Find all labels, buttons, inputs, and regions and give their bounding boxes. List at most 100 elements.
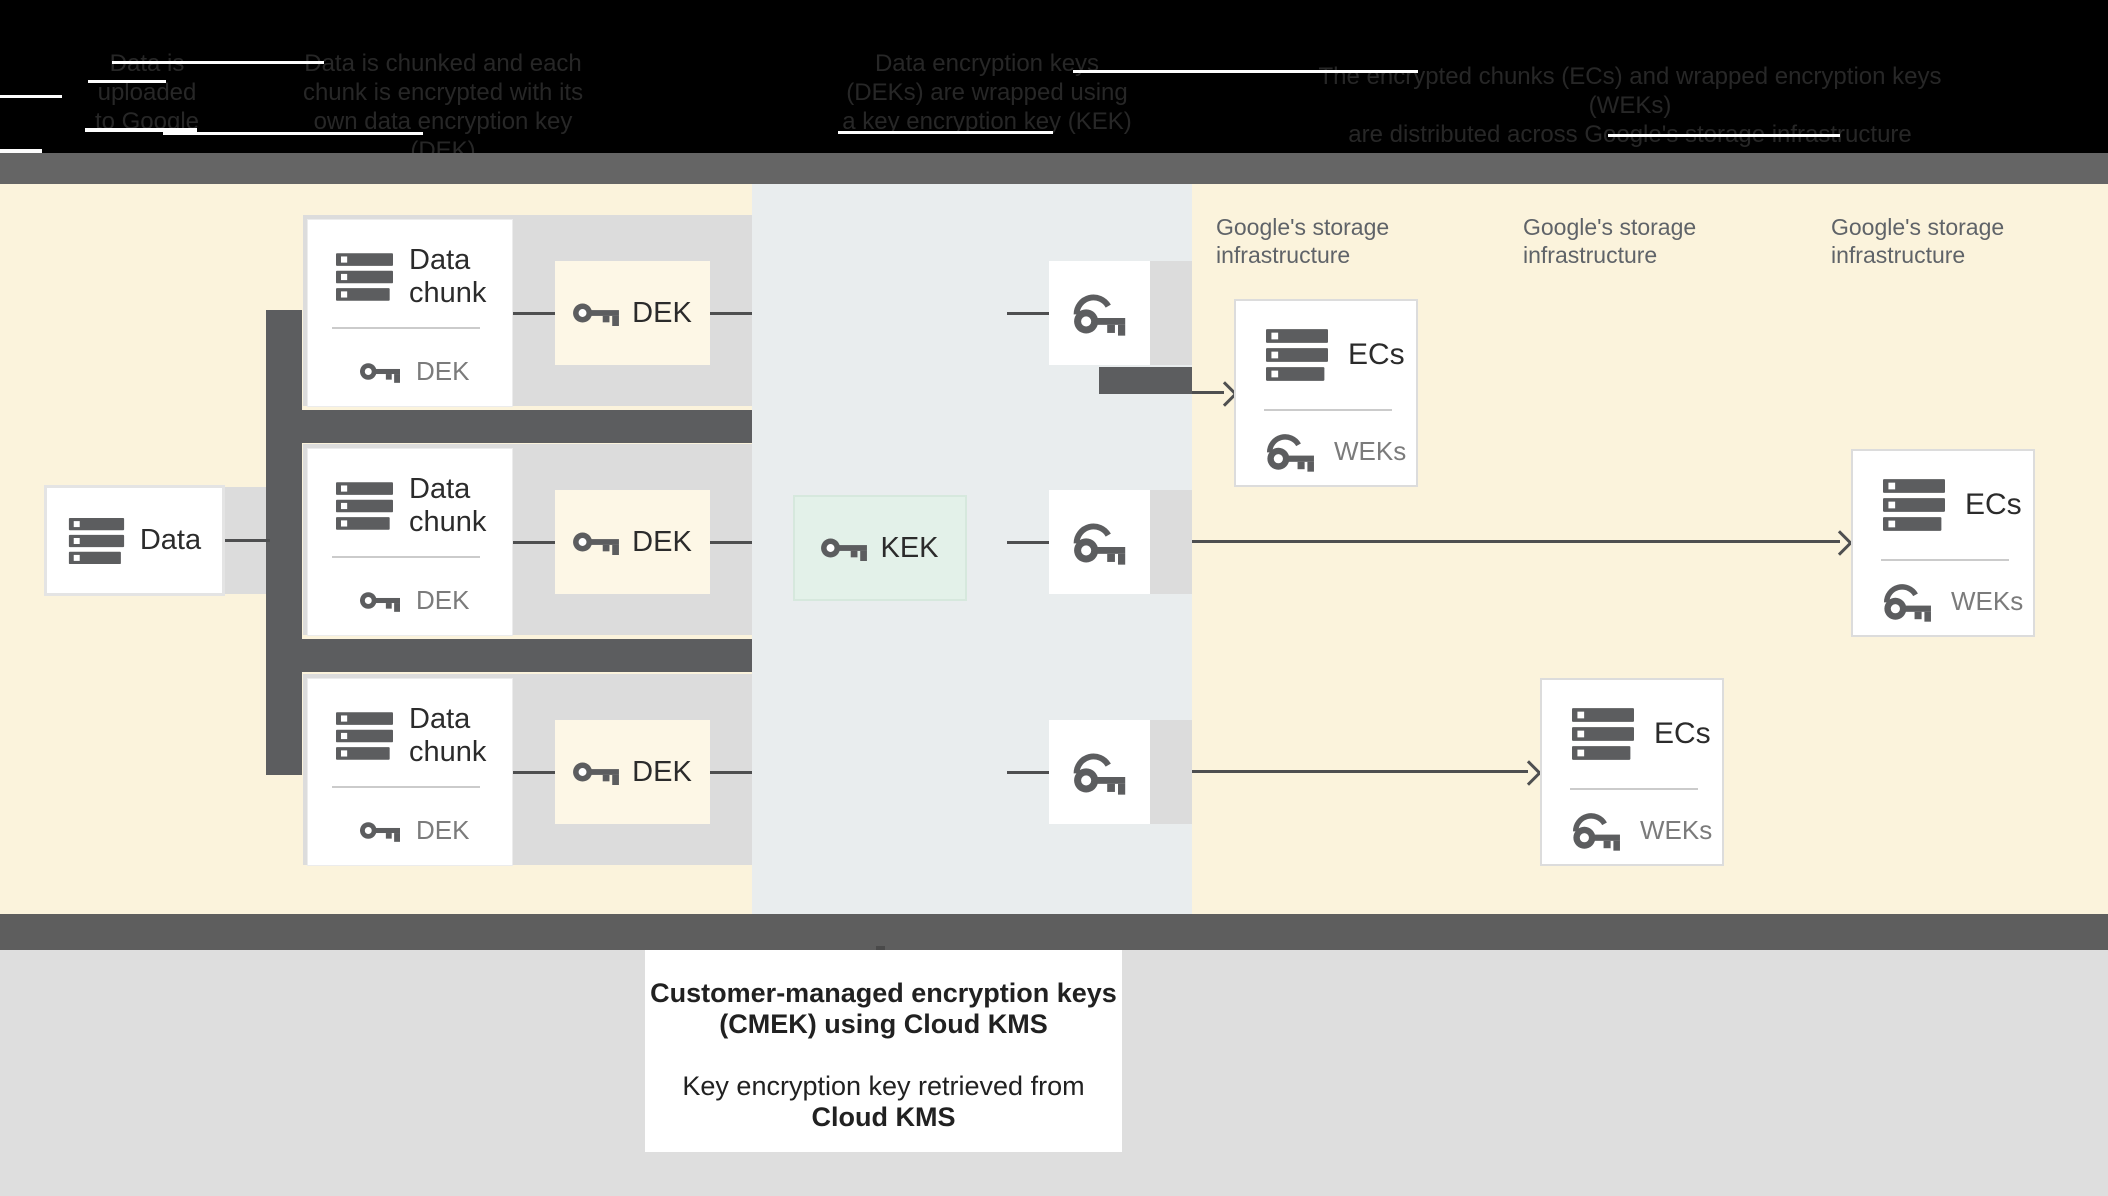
header-step-2: Data is chunked and each chunk is encryp… [283,49,603,165]
storage-label-2: Google's storage infrastructure [1523,213,1696,269]
ecs-key-row: WEKs [1883,581,2023,622]
chunk-title-line: Data [409,244,471,276]
chunk-title: Data chunk [409,244,486,310]
caption-title-line: (CMEK) using Cloud KMS [719,1009,1048,1039]
data-chunk-icon [336,253,393,301]
key-icon [573,303,620,326]
kek-box: KEK [793,495,967,601]
wrap1-stub-line [1007,312,1051,315]
wrap3-stub-line [1007,771,1051,774]
data-chunk-box-3: Data chunk DEK [307,678,513,866]
arrow1-line [1192,391,1224,394]
data-box-label: Data [139,524,202,556]
ecs-key-row: WEKs [1572,810,1712,851]
wrapped-key-icon [1073,291,1127,336]
header-step-3-line: (DEKs) are wrapped using [846,79,1128,106]
chunk-title-row: Data chunk [336,473,486,539]
ecs-box-2: ECs WEKs [1851,449,2035,637]
key-icon [360,363,400,383]
data-chunk-box-1: Data chunk DEK [307,219,513,407]
chunk2-to-dek-line [513,541,555,544]
caption-title: Customer-managed encryption keys (CMEK) … [645,978,1122,1040]
bottom-divider-bar [0,914,2108,950]
data-chunk-box-2: Data chunk DEK [307,448,513,636]
wrapped-key-box-1 [1049,261,1150,365]
ecs-divider [1264,409,1392,411]
weks-label: WEKs [1951,586,2024,616]
key-icon [573,762,620,785]
key-icon [573,532,620,555]
wrapped-key-shadow [1150,490,1192,594]
storage-label-line: Google's storage [1523,214,1697,240]
chunk-key-label: DEK [416,815,470,845]
glitch-line [1608,134,1840,137]
weks-label: WEKs [1334,436,1407,466]
chunk-title-line: chunk [409,736,487,768]
key-icon [360,592,400,612]
data-box: Data [44,485,225,596]
glitch-line [1073,70,1418,73]
chunk3-to-dek-line [513,771,555,774]
ecs-key-row: WEKs [1266,431,1406,472]
ecs-divider [1881,559,2009,561]
chunk-key-row: DEK [360,815,469,846]
header-step-3: Data encryption keys (DEKs) are wrapped … [767,49,1207,136]
glitch-line [0,95,62,98]
wrapped-key-icon [1572,810,1622,851]
wrap2-stub-line [1007,541,1051,544]
chunk-divider [332,786,480,788]
storage-label-3: Google's storage infrastructure [1831,213,2004,269]
branch-bar-2 [302,639,752,672]
weks-label: WEKs [1640,815,1713,845]
chunk-divider [332,556,480,558]
data-chunk-icon [336,482,393,530]
storage-label-line: infrastructure [1523,242,1658,268]
chunk-title: Data chunk [409,473,486,539]
header-step-4-line: The encrypted chunks (ECs) and wrapped e… [1318,63,1942,119]
caption-connector-notch [876,946,885,953]
dek-label: DEK [632,755,692,788]
ecs-title-row: ECs [1883,479,2022,531]
dek-box-2: DEK [555,490,710,594]
chunk-divider [332,327,480,329]
chunk-title-row: Data chunk [336,703,486,769]
dek2-to-kms-line [710,541,752,544]
key-icon [360,822,400,842]
wrapped-key-icon [1073,520,1127,565]
chunk-key-row: DEK [360,356,469,387]
chunk-title: Data chunk [409,703,486,769]
storage-label-line: Google's storage [1831,214,2005,240]
dek-box-3: DEK [555,720,710,824]
wrapped-key-shadow [1150,261,1192,365]
dek-label: DEK [632,525,692,558]
caption-box: Customer-managed encryption keys (CMEK) … [645,950,1122,1152]
dek-box-1: DEK [555,261,710,365]
ecs-title-row: ECs [1572,708,1711,760]
wrapped-key-box-3 [1049,720,1150,824]
top-divider-bar [0,153,2108,184]
storage-label-line: Google's storage [1216,214,1390,240]
trunk-connector [266,310,302,775]
wrapped-key-icon [1266,431,1316,472]
glitch-line [88,80,166,83]
chunk-key-row: DEK [360,585,469,616]
encrypted-chunks-icon [1883,479,1945,531]
caption-subtitle-line: Key encryption key retrieved from [682,1071,1085,1101]
storage-label-1: Google's storage infrastructure [1216,213,1389,269]
branch-bar-1 [302,410,752,443]
chunk-title-line: chunk [409,506,487,538]
chunk-title-row: Data chunk [336,244,486,310]
caption-subtitle-line: Cloud KMS [811,1102,956,1132]
glitch-line [85,128,197,132]
chunk1-to-dek-line [513,312,555,315]
header-step-2-line: Data is chunked and each [304,50,582,77]
header-step-3-line: a key encryption key (KEK) [842,108,1132,135]
header-step-2-line: chunk is encrypted with its [302,79,584,106]
chunk-title-line: chunk [409,277,487,309]
chunk-key-label: DEK [416,585,470,615]
encrypted-chunks-icon [1572,708,1634,760]
dek3-to-kms-line [710,771,752,774]
ecs-divider [1570,788,1698,790]
ecs-label: ECs [1965,488,2022,521]
header-step-1-line: uploaded [97,79,197,106]
